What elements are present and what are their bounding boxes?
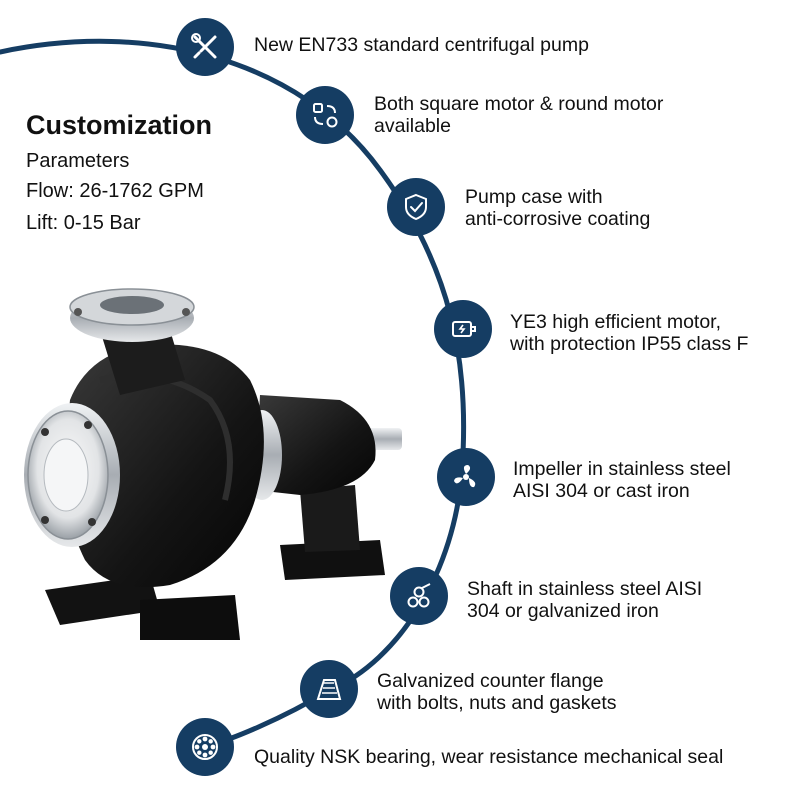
lift-parameter: Lift: 0-15 Bar — [26, 212, 141, 234]
feature-text-7: Galvanized counter flange with bolts, nu… — [377, 670, 617, 714]
swap-shapes-icon — [313, 103, 338, 128]
feature-text-6: Shaft in stainless steel AISI 304 or gal… — [467, 578, 703, 622]
feature-badge-7 — [300, 660, 358, 718]
feature-badge-6 — [390, 567, 448, 625]
feature-text-2: Both square motor & round motor availabl… — [374, 93, 664, 137]
feature-badge-5 — [437, 448, 495, 506]
flange-bolt-icon — [316, 679, 342, 700]
shield-check-icon — [405, 193, 427, 221]
feature-badge-1 — [176, 18, 234, 76]
parameters-label: Parameters — [26, 150, 130, 172]
feature-text-8: Quality NSK bearing, wear resistance mec… — [254, 746, 724, 768]
feature-text-3: Pump case with anti-corrosive coating — [465, 186, 651, 230]
feature-badge-4 — [434, 300, 492, 358]
feature-badge-8 — [176, 718, 234, 776]
flow-parameter: Flow: 26-1762 GPM — [26, 180, 204, 202]
feature-text-5: Impeller in stainless steel AISI 304 or … — [513, 458, 731, 502]
motor-icon — [452, 321, 476, 337]
feature-text-4: YE3 high efficient motor, with protectio… — [510, 311, 749, 355]
feature-badge-3 — [387, 178, 445, 236]
shaft-cylinders-icon — [407, 583, 431, 608]
feature-text-1: New EN733 standard centrifugal pump — [254, 34, 589, 56]
feature-badge-2 — [296, 86, 354, 144]
impeller-fan-icon — [454, 465, 476, 488]
bearing-icon — [192, 734, 218, 760]
wrench-screwdriver-icon — [191, 33, 217, 59]
customization-heading: Customization — [26, 110, 212, 140]
